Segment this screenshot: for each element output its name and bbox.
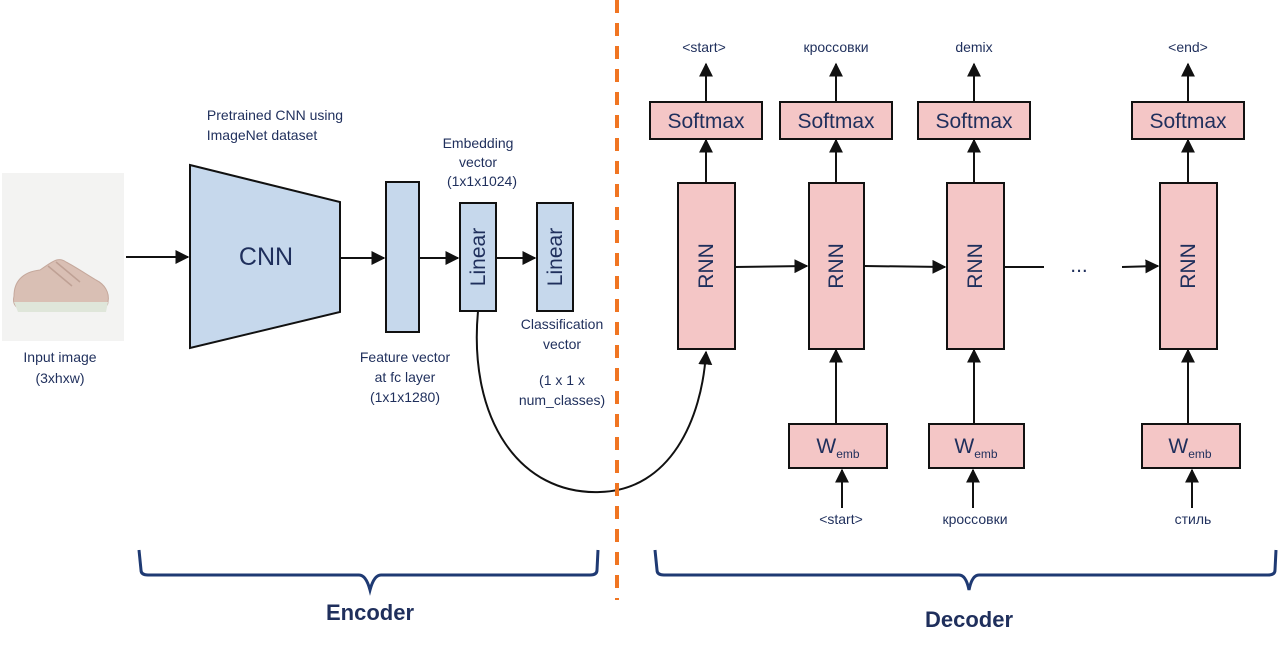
rnn-label-2: RNN [825, 243, 848, 289]
input-token-1: <start> [819, 511, 863, 527]
wemb-block-3 [1141, 423, 1241, 469]
cnn-caption-line2: ImageNet dataset [207, 127, 318, 143]
embedding-line3: (1x1x1024) [447, 173, 517, 189]
wemb-label-2: Wemb [954, 435, 997, 461]
wemb-sub-2: emb [974, 447, 998, 461]
wemb-label-3: Wemb [1168, 435, 1211, 461]
feature-vector-line1: Feature vector [360, 349, 451, 365]
classification-linear-label: Linear [544, 228, 567, 286]
output-token-4: <end> [1168, 39, 1208, 55]
embedding-line1: Embedding [443, 135, 514, 151]
input-label-line2: (3xhxw) [35, 370, 84, 386]
arrow-rnn1-rnn2 [734, 259, 809, 274]
input-token-2: кроссовки [942, 511, 1007, 527]
wemb-block-1 [788, 423, 888, 469]
softmax-label-1: Softmax [667, 110, 745, 133]
ellipsis: ... [1070, 254, 1088, 277]
input-label-line1: Input image [23, 349, 96, 365]
arrow-embedding-to-rnn [475, 310, 713, 494]
output-token-2: кроссовки [803, 39, 868, 55]
output-token-3: demix [955, 39, 992, 55]
classification-linear-block [536, 202, 574, 312]
rnn-label-3: RNN [964, 243, 987, 289]
softmax-block-1 [649, 101, 763, 140]
wemb-main-3: W [1168, 435, 1188, 458]
softmax-label-3: Softmax [935, 110, 1013, 133]
arrow-ellipsis-rnn4 [1121, 259, 1160, 274]
embedding-line2: vector [459, 154, 497, 170]
wemb-main-1: W [816, 435, 836, 458]
cnn-block [189, 163, 341, 350]
decoder-section-label: Decoder [925, 607, 1013, 632]
wemb-label-1: Wemb [816, 435, 859, 461]
wemb-sub-3: emb [1188, 447, 1212, 461]
wemb-block-2 [928, 423, 1025, 469]
encoder-section-label: Encoder [326, 600, 414, 625]
classification-line2: vector [543, 336, 581, 352]
cnn-label: CNN [239, 243, 293, 271]
output-token-1: <start> [682, 39, 726, 55]
classification-line3: (1 x 1 x [539, 372, 585, 388]
wemb-main-2: W [954, 435, 974, 458]
softmax-label-2: Softmax [797, 110, 875, 133]
input-image [2, 173, 124, 341]
rnn-block-4 [1159, 182, 1218, 350]
softmax-block-2 [779, 101, 893, 140]
rnn-block-1 [677, 182, 736, 350]
embedding-linear-label: Linear [467, 228, 490, 286]
softmax-label-4: Softmax [1149, 110, 1227, 133]
feature-vector-line2: at fc layer [375, 369, 436, 385]
rnn-label-4: RNN [1177, 243, 1200, 289]
rnn-block-2 [808, 182, 865, 350]
feature-vector-line3: (1x1x1280) [370, 389, 440, 405]
feature-vector-block [385, 181, 420, 333]
rnn-label-1: RNN [695, 243, 718, 289]
arrow-rnn2-rnn3 [863, 259, 947, 274]
rnn-block-3 [946, 182, 1005, 350]
wemb-sub-1: emb [836, 447, 860, 461]
decoder-brace [653, 549, 1278, 591]
encoder-brace [137, 549, 600, 596]
classification-line4: num_classes) [519, 392, 605, 408]
classification-line1: Classification [521, 316, 603, 332]
cnn-caption-line1: Pretrained CNN using [207, 107, 343, 123]
input-token-3: стиль [1175, 511, 1212, 527]
